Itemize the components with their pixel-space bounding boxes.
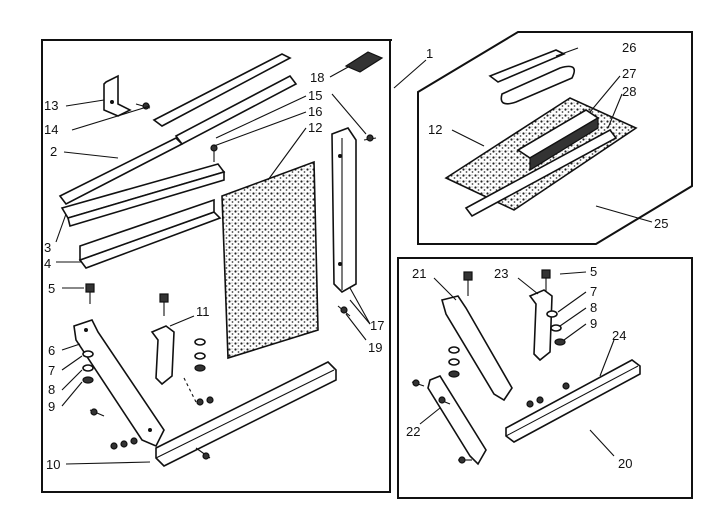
callout-kit20-9: 9 [590,316,597,331]
part-insulation-block-side [529,116,599,172]
callout-kit20-8: 8 [590,300,597,315]
part-hardware [526,400,534,408]
callout-8: 8 [48,382,55,397]
part-hardware [196,398,204,406]
part-screw-head [458,456,466,464]
part-nut [448,370,460,378]
callout-6: 6 [48,343,55,358]
part-hole [148,428,152,432]
part-seal-strip [464,128,618,218]
part-screw-head [202,452,210,460]
callout-labels: 1 2 3 4 5 6 7 8 9 10 11 12 13 14 15 16 1… [44,40,668,472]
callout-11: 11 [196,304,210,319]
part-screw-head [210,144,218,152]
part-lock-washer [550,324,562,332]
part-angle-bracket [103,74,132,117]
callout-24: 24 [612,328,626,343]
callout-5: 5 [48,281,55,296]
part-lock-washer [82,364,94,372]
part-foam-panel [221,160,319,360]
callout-27: 27 [622,66,636,81]
part-channel-upper-lip [67,170,225,228]
part-channel-lower-lip [79,198,215,262]
callout-3: 3 [44,240,51,255]
callout-12: 12 [308,120,322,135]
callout-18: 18 [310,70,324,85]
callout-2: 2 [50,144,57,159]
callout-4: 4 [44,256,51,271]
callout-21: 21 [412,266,426,281]
part-hardware [120,440,128,448]
part-bolt-head [85,283,95,293]
part-top-rail-upper [152,53,292,127]
part-gasket-loop [500,65,576,105]
part-bolt-head [159,293,169,303]
part-screw-head [340,306,348,314]
part-screw-head [412,379,420,387]
part-bolt-head [463,271,473,281]
part-hole [84,328,88,332]
callout-22: 22 [406,424,420,439]
part-gasket-strip [488,49,566,83]
part-nut [554,338,566,346]
callout-16: 16 [308,104,322,119]
callout-13: 13 [44,98,58,113]
part-bolt-head [541,269,551,279]
part-hardware [130,437,138,445]
callout-25: 25 [654,216,668,231]
kit-frame-20 [397,257,693,499]
part-dash-line [183,377,197,403]
callout-20: 20 [618,456,632,471]
part-screw-head [90,408,98,416]
part-clip [150,325,175,386]
part-lower-arm-22 [427,375,487,466]
part-washer [448,346,460,354]
part-nut [194,364,206,372]
part-screw-head [366,134,374,142]
callout-15: 15 [308,88,322,103]
part-hole [110,100,114,104]
part-hardware [110,442,118,450]
kit-frame-25 [417,31,693,245]
callout-kit20-7: 7 [590,284,597,299]
part-hardware [206,396,214,404]
callout-kit20-5: 5 [590,264,597,279]
part-nut [82,376,94,384]
part-vertical-channel [331,127,357,293]
callout-kit25-12: 12 [428,122,442,137]
part-hardware [562,382,570,390]
part-block [344,51,384,73]
part-support-arm-21 [441,295,513,402]
callout-23: 23 [494,266,508,281]
part-hole [338,262,342,266]
part-sill-rail [58,137,184,206]
part-rail-edge [505,365,639,437]
callout-14: 14 [44,122,58,137]
callout-7: 7 [48,363,55,378]
part-hardware [536,396,544,404]
callout-10: 10 [46,457,60,472]
part-lock-washer [448,358,460,366]
callout-26: 26 [622,40,636,55]
callout-17: 17 [370,318,384,333]
callout-28: 28 [622,84,636,99]
part-washer [82,350,94,358]
callout-9: 9 [48,399,55,414]
callout-1: 1 [426,46,433,61]
part-lock-washer [194,352,206,360]
part-washer [546,310,558,318]
leader-lines [55,47,653,465]
part-rail-edge [155,369,335,459]
part-hole [338,154,342,158]
part-clip-23 [528,289,553,362]
kit-frame-main [41,39,392,493]
callout-19: 19 [368,340,382,355]
part-screw-head [438,396,446,404]
part-washer [194,338,206,346]
